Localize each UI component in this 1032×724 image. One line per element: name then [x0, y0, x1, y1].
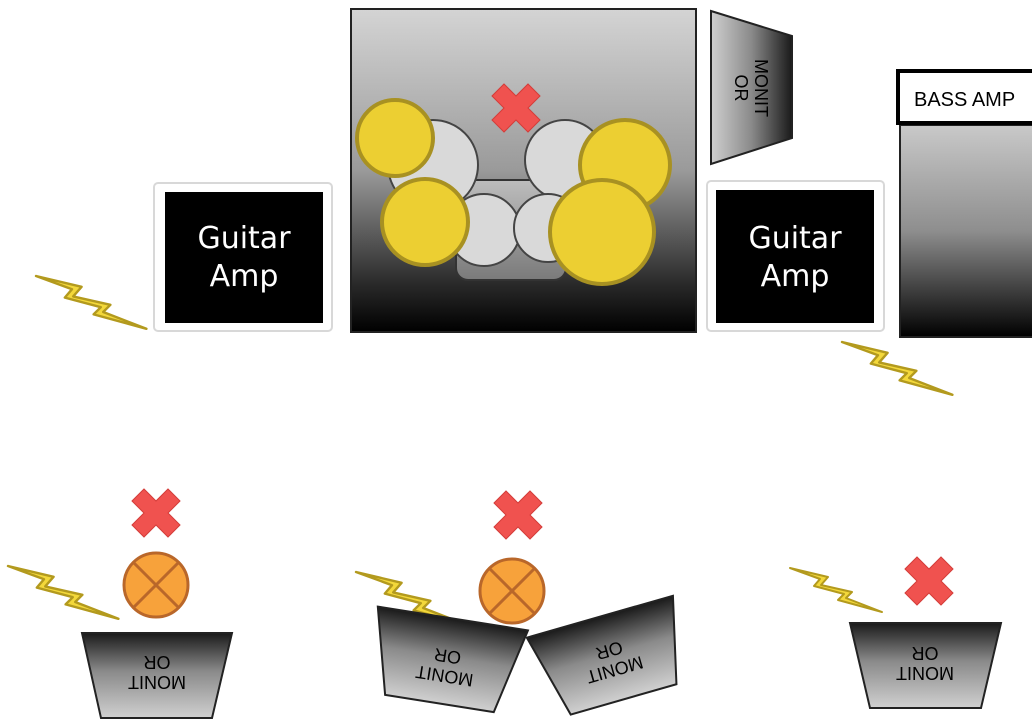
cymbal-hihat [355, 98, 435, 178]
cymbal-crash-left [380, 177, 470, 267]
bass-amp-label-text: BASS AMP [914, 89, 1016, 111]
monitor-wedge-icon [376, 605, 530, 714]
monitor-wedge-icon [525, 594, 678, 716]
guitar-amp-left-line2: Amp [209, 259, 279, 294]
x-mark-icon [904, 556, 954, 606]
guitar-amp-right [716, 190, 874, 323]
x-mark-icon [131, 488, 181, 538]
monitor-label-line2: OR [143, 652, 171, 672]
lightning-icon [789, 567, 883, 613]
monitor-label-drum: MONIT OR [731, 38, 771, 138]
guitar-amp-left-line1: Guitar [197, 221, 291, 256]
monitor-wedge-icon [848, 622, 1003, 709]
guitar-amp-right-line2: Amp [760, 259, 830, 294]
lightning-icon [34, 274, 148, 330]
monitor-label-line1: MONIT [751, 59, 771, 117]
guitar-amp-right-label: Guitar Amp [716, 220, 874, 296]
monitor-label-line2: OR [731, 74, 751, 102]
guitar-amp-left-label: Guitar Amp [165, 220, 323, 296]
lightning-icon [840, 340, 954, 396]
bass-amp-label: BASS AMP [896, 69, 1032, 125]
microphone-icon [122, 551, 190, 619]
monitor-wedge-icon [710, 9, 793, 166]
monitor-label-left: MONIT OR [107, 652, 207, 692]
drum-kit [355, 98, 672, 286]
guitar-amp-right-line1: Guitar [748, 221, 842, 256]
microphone-icon [478, 557, 546, 625]
bass-amp-cabinet [899, 124, 1032, 338]
x-mark-icon [493, 490, 543, 540]
guitar-amp-left [165, 192, 323, 323]
monitor-label-right: MONIT OR [875, 643, 975, 683]
monitor-label-line1: MONIT [128, 672, 186, 692]
lightning-icon [6, 564, 120, 620]
monitor-label-line1: MONIT [896, 663, 954, 683]
monitor-label-line2: OR [911, 643, 939, 663]
monitor-wedge-icon [80, 632, 234, 719]
cymbal-crash-right [548, 178, 656, 286]
